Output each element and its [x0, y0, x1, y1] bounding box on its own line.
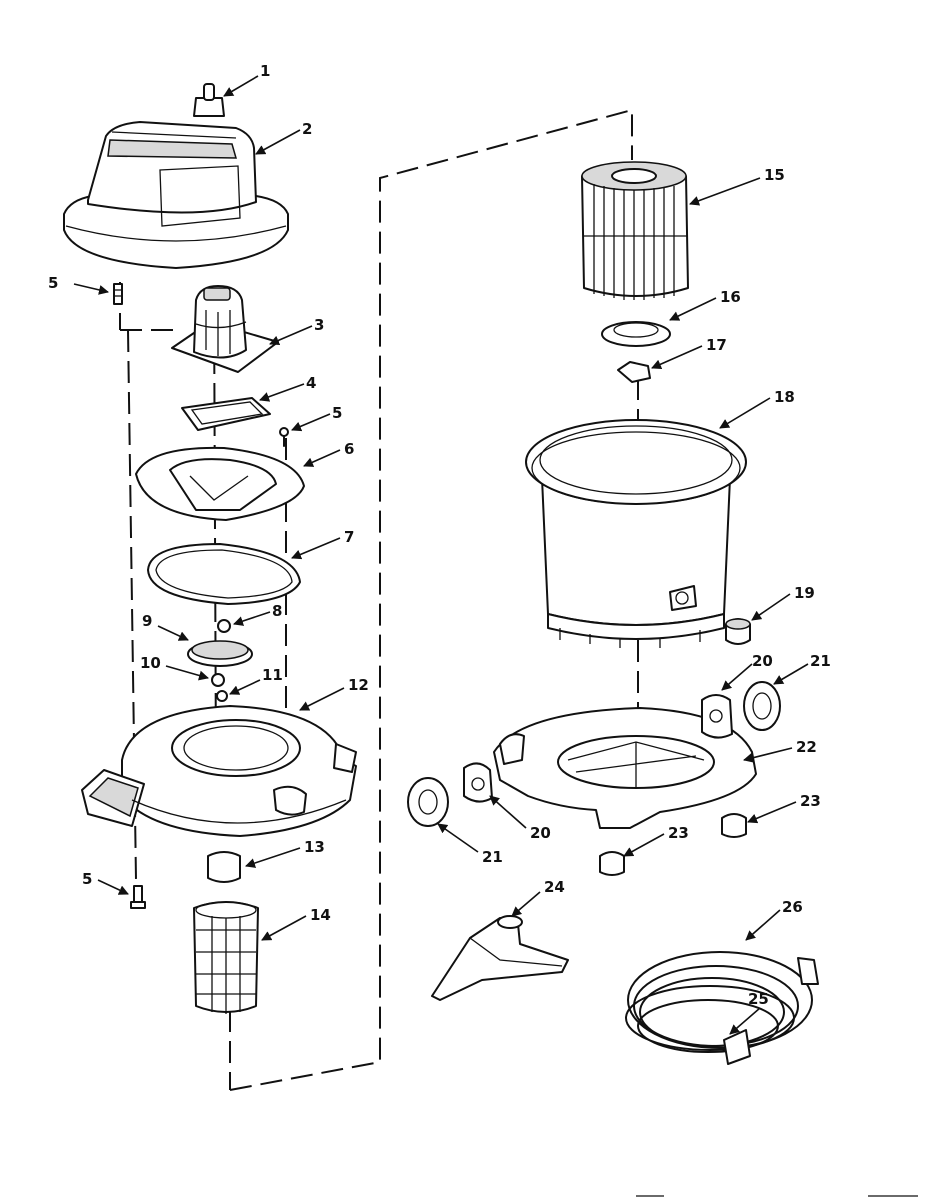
- callout-8: 8: [272, 602, 282, 620]
- callout-labels: 1 2 5 3 4 5 6 7 8 9 10 11 12 5 13 14 15 …: [48, 62, 831, 1008]
- part-screw-upper: [113, 283, 123, 305]
- callout-1: 1: [260, 62, 270, 80]
- callout-2: 2: [302, 120, 312, 138]
- callout-26: 26: [782, 898, 803, 916]
- part-caster-right: [721, 813, 747, 838]
- callout-18: 18: [774, 388, 795, 406]
- callout-5-lower: 5: [82, 870, 92, 888]
- part-gasket-small: [181, 397, 271, 431]
- callout-21-left: 21: [482, 848, 503, 866]
- part-lid: [81, 705, 357, 837]
- part-motor: [171, 285, 279, 373]
- part-switch: [193, 83, 225, 117]
- part-hose: [625, 951, 819, 1065]
- part-motor-plate: [135, 446, 305, 521]
- part-filter-nut: [617, 361, 651, 383]
- callout-22: 22: [796, 738, 817, 756]
- part-float-assembly: [187, 619, 253, 702]
- part-gasket-large: [147, 543, 301, 605]
- part-wheel-left: [407, 762, 493, 827]
- part-drain-cap: [725, 618, 751, 645]
- callout-4: 4: [306, 374, 316, 392]
- leader-arrows: [73, 75, 809, 1035]
- callout-12: 12: [348, 676, 369, 694]
- callout-14: 14: [310, 906, 331, 924]
- part-caster-base: [493, 707, 757, 829]
- part-filter-retainer: [601, 321, 671, 347]
- callout-9: 9: [142, 612, 152, 630]
- part-screw-lower: [130, 885, 146, 909]
- callout-20-left: 20: [530, 824, 551, 842]
- callout-17: 17: [706, 336, 727, 354]
- part-screw-mid: [279, 427, 289, 447]
- part-filter-cage: [193, 901, 259, 1014]
- callout-11: 11: [262, 666, 283, 684]
- part-motor-cover: [63, 121, 289, 269]
- callout-25: 25: [748, 990, 769, 1008]
- part-drum: [525, 419, 747, 648]
- callout-23-right: 23: [800, 792, 821, 810]
- callout-15: 15: [764, 166, 785, 184]
- callout-5-upper: 5: [48, 274, 58, 292]
- callout-6: 6: [344, 440, 354, 458]
- callout-19: 19: [794, 584, 815, 602]
- callout-24: 24: [544, 878, 565, 896]
- part-float-cage: [207, 851, 241, 883]
- part-cartridge-filter: [581, 161, 689, 300]
- part-wheel-right: [701, 681, 781, 739]
- callout-13: 13: [304, 838, 325, 856]
- callout-21-right: 21: [810, 652, 831, 670]
- callout-23-left: 23: [668, 824, 689, 842]
- callout-3: 3: [314, 316, 324, 334]
- callout-16: 16: [720, 288, 741, 306]
- part-floor-nozzle: [431, 915, 569, 1001]
- part-caster-left: [599, 851, 625, 876]
- callout-5-mid: 5: [332, 404, 342, 422]
- callout-20-right: 20: [752, 652, 773, 670]
- callout-10: 10: [140, 654, 161, 672]
- callout-7: 7: [344, 528, 354, 546]
